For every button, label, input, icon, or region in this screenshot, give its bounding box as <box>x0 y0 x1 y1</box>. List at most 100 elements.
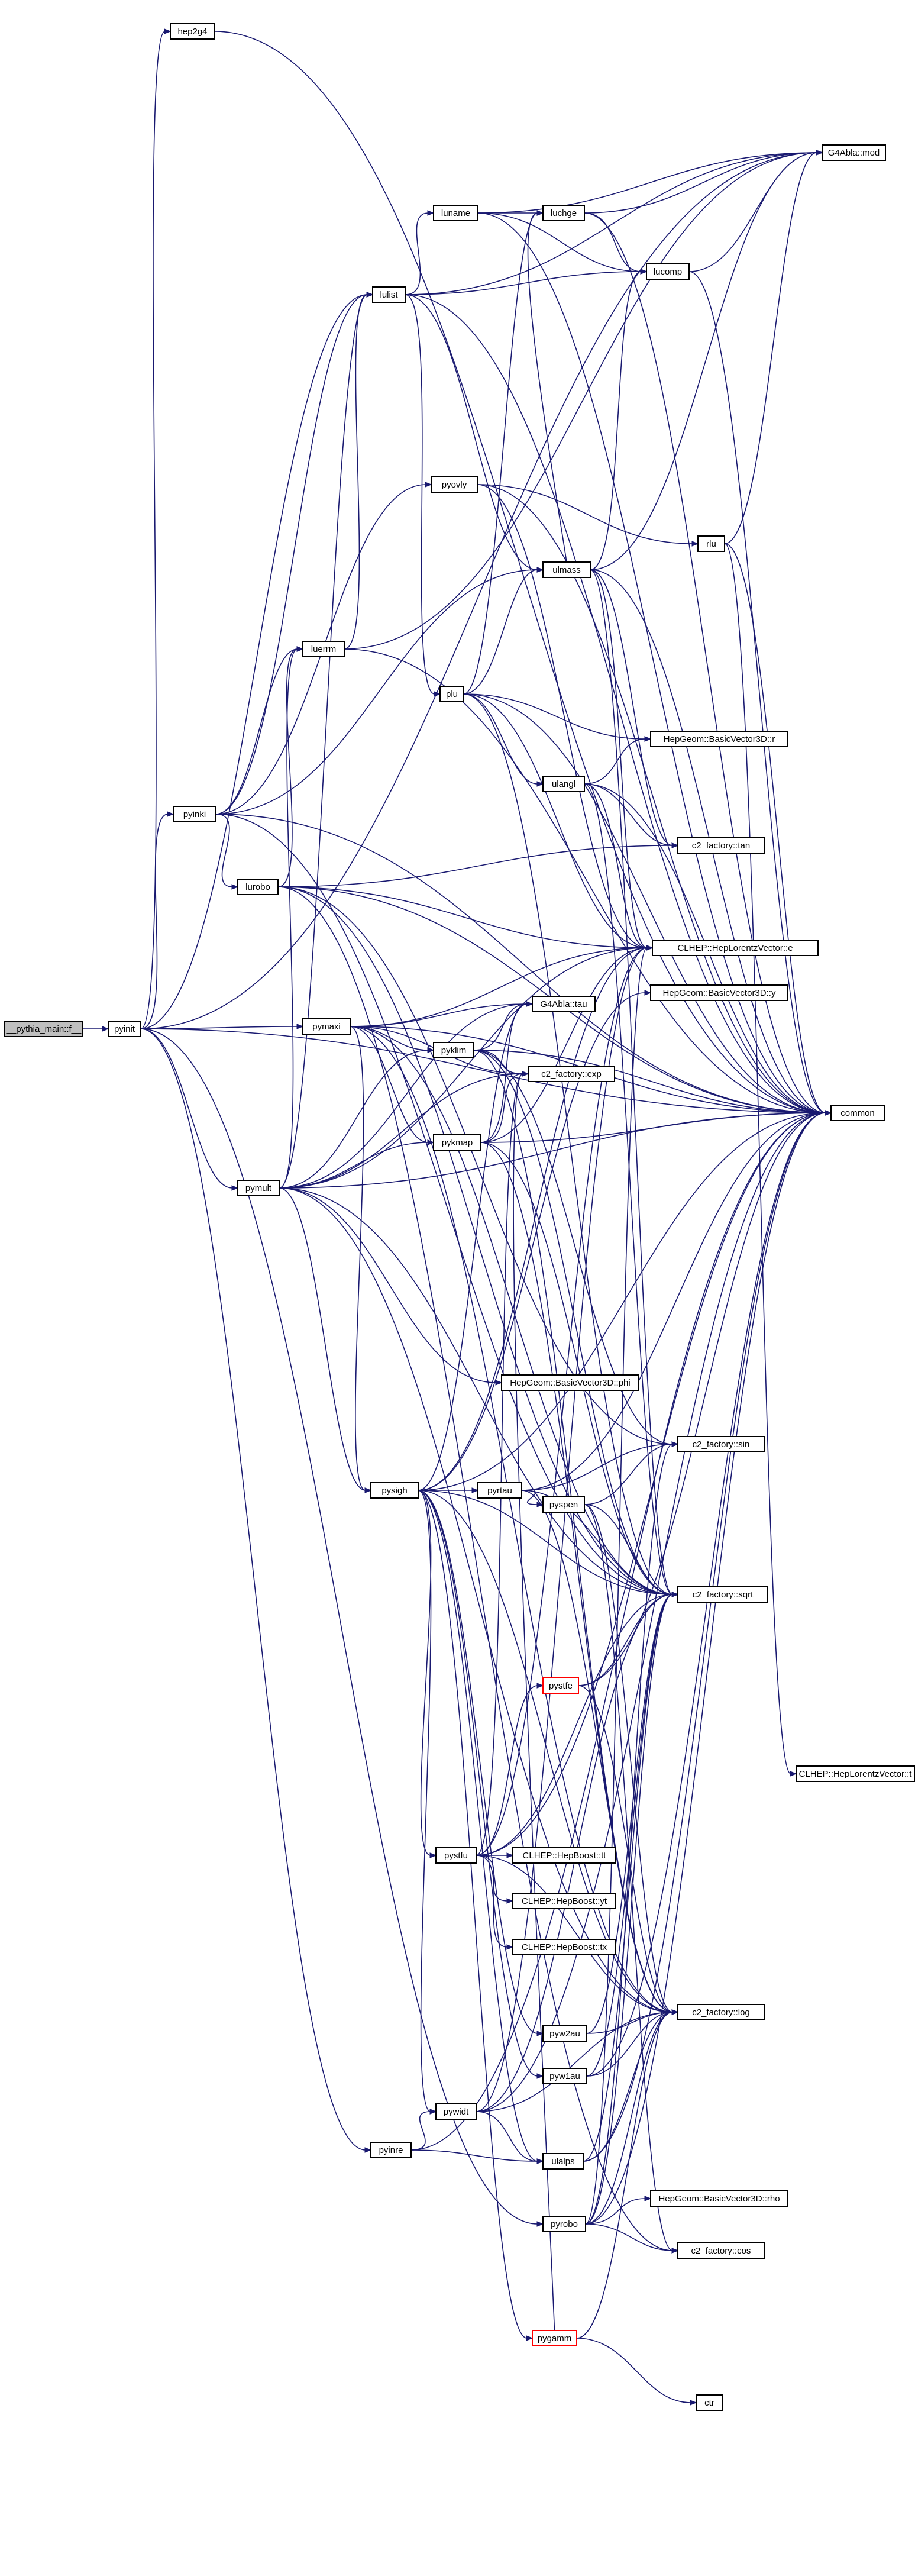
node-pyklim[interactable]: pyklim <box>433 1042 474 1058</box>
node-box <box>650 2190 788 2207</box>
node-bv3-y[interactable]: HepGeom::BasicVector3D::y <box>650 984 788 1001</box>
node-label: lulist <box>380 290 398 300</box>
node-plu[interactable]: plu <box>439 686 464 702</box>
node-hb-tt[interactable]: CLHEP::HepBoost::tt <box>512 1847 616 1864</box>
node-common[interactable]: common <box>830 1105 885 1121</box>
edge-pyinki-to-common <box>215 814 826 1113</box>
node-luname[interactable]: luname <box>433 205 478 221</box>
node-box <box>542 561 591 578</box>
node-ulmass[interactable]: ulmass <box>542 561 591 578</box>
edge-lurobo-to-cos <box>277 886 673 2251</box>
node-pywidt[interactable]: pywidt <box>435 2103 477 2120</box>
node-pykmap[interactable]: pykmap <box>433 1134 481 1151</box>
edge-ulmass-to-lucomp <box>590 271 642 570</box>
node-pygamm[interactable]: pygamm <box>532 2330 577 2346</box>
node-pymult[interactable]: pymult <box>237 1180 280 1196</box>
node-box <box>796 1765 915 1782</box>
node-label: pyklim <box>441 1045 467 1055</box>
node-bv3-r[interactable]: HepGeom::BasicVector3D::r <box>650 731 788 747</box>
node-luchge[interactable]: luchge <box>542 205 585 221</box>
node-lulist[interactable]: lulist <box>372 286 406 303</box>
node-box <box>302 641 345 657</box>
arrowhead <box>816 150 823 156</box>
node-sin[interactable]: c2_factory::sin <box>677 1436 765 1452</box>
node-main[interactable]: __pythia_main::f__ <box>4 1021 83 1037</box>
arrowhead <box>536 2031 544 2036</box>
node-exp[interactable]: c2_factory::exp <box>528 1066 615 1082</box>
node-hep2g4[interactable]: hep2g4 <box>170 23 215 40</box>
node-hb-yt[interactable]: CLHEP::HepBoost::yt <box>512 1893 616 1909</box>
node-pystfu[interactable]: pystfu <box>435 1847 477 1864</box>
node-pyw2au[interactable]: pyw2au <box>542 2025 587 2042</box>
node-box <box>542 2216 586 2232</box>
node-label: pywidt <box>444 2107 469 2117</box>
node-label: pystfu <box>444 1851 468 1861</box>
node-box <box>652 940 819 956</box>
node-pyw1au[interactable]: pyw1au <box>542 2068 587 2084</box>
edge-pygamm-to-log <box>576 2012 673 2339</box>
node-ctr[interactable]: ctr <box>696 2394 723 2411</box>
node-hb-tx[interactable]: CLHEP::HepBoost::tx <box>512 1939 616 1955</box>
node-ulangl[interactable]: ulangl <box>542 776 585 792</box>
edge-pystfu-to-sqrt <box>476 1594 673 1856</box>
node-lv-t[interactable]: CLHEP::HepLorentzVector::t <box>796 1765 915 1782</box>
node-pyrtau[interactable]: pyrtau <box>477 1482 522 1499</box>
node-label: c2_factory::tan <box>692 841 750 851</box>
node-log[interactable]: c2_factory::log <box>677 2004 765 2020</box>
node-bv3-phi[interactable]: HepGeom::BasicVector3D::phi <box>501 1374 639 1391</box>
node-label: pyovly <box>442 480 467 490</box>
node-box <box>370 1482 419 1499</box>
arrowhead <box>425 482 432 488</box>
edge-pystfe-to-common <box>578 1112 826 1686</box>
node-pymaxi[interactable]: pymaxi <box>302 1018 351 1035</box>
node-label: c2_factory::log <box>692 2007 750 2017</box>
edge-pyrobo-to-log <box>585 2012 673 2225</box>
node-pysigh[interactable]: pysigh <box>370 1482 419 1499</box>
arrowhead <box>671 842 679 848</box>
edge-pysigh-to-pygamm <box>418 1490 528 2339</box>
node-lv-e[interactable]: CLHEP::HepLorentzVector::e <box>652 940 819 956</box>
arrowhead <box>231 884 239 890</box>
edge-pyklim-to-sin <box>473 1050 673 1445</box>
node-g4abla-mod[interactable]: G4Abla::mod <box>822 144 886 161</box>
node-pyrobo[interactable]: pyrobo <box>542 2216 586 2232</box>
edge-ulangl-to-sqrt <box>584 783 673 1595</box>
arrowhead <box>536 2073 544 2079</box>
node-label: ctr <box>704 2398 714 2408</box>
node-pyinre[interactable]: pyinre <box>370 2142 412 2158</box>
node-label: pyinre <box>379 2145 403 2155</box>
function-nodes: __pythia_main::f__ pyinit hep2g4G4Abla::mo… <box>4 23 915 2411</box>
edge-ulmass-to-lv_e <box>590 569 648 948</box>
edge-pymaxi-to-sqrt <box>350 1026 673 1595</box>
edge-pysigh-to-bv3_y <box>418 992 646 1491</box>
edge-pykmap-to-exp <box>480 1073 523 1143</box>
edge-rlu-to-g4abla_mod <box>724 152 817 544</box>
node-pyinit[interactable]: pyinit <box>108 1021 141 1037</box>
node-pyspen[interactable]: pyspen <box>542 1496 585 1513</box>
arrowhead <box>364 2147 372 2153</box>
edge-pymaxi-to-g4abla_tau <box>350 1003 528 1027</box>
node-label: c2_factory::sin <box>693 1439 750 1450</box>
node-cos[interactable]: c2_factory::cos <box>677 2242 765 2259</box>
node-tan[interactable]: c2_factory::tan <box>677 837 765 854</box>
node-sqrt[interactable]: c2_factory::sqrt <box>677 1586 768 1603</box>
node-box <box>677 2242 765 2259</box>
node-label: hep2g4 <box>177 27 207 37</box>
arrowhead <box>536 210 544 216</box>
node-luerrm[interactable]: luerrm <box>302 641 345 657</box>
arrowhead <box>646 945 654 951</box>
node-g4abla-tau[interactable]: G4Abla::tau <box>532 996 596 1012</box>
edge-luerrm-to-common <box>344 648 826 1113</box>
node-pyovly[interactable]: pyovly <box>431 476 478 493</box>
node-ulalps[interactable]: ulalps <box>542 2153 584 2170</box>
node-box <box>477 1482 522 1499</box>
arrowhead <box>102 1026 109 1032</box>
arrowhead <box>427 1139 435 1145</box>
node-box <box>173 806 216 822</box>
node-lurobo[interactable]: lurobo <box>237 879 279 895</box>
node-lucomp[interactable]: lucomp <box>646 263 690 280</box>
node-rlu[interactable]: rlu <box>697 535 725 552</box>
node-bv3-rho[interactable]: HepGeom::BasicVector3D::rho <box>650 2190 788 2207</box>
node-pystfe[interactable]: pystfe <box>542 1677 579 1694</box>
node-pyinki[interactable]: pyinki <box>173 806 216 822</box>
